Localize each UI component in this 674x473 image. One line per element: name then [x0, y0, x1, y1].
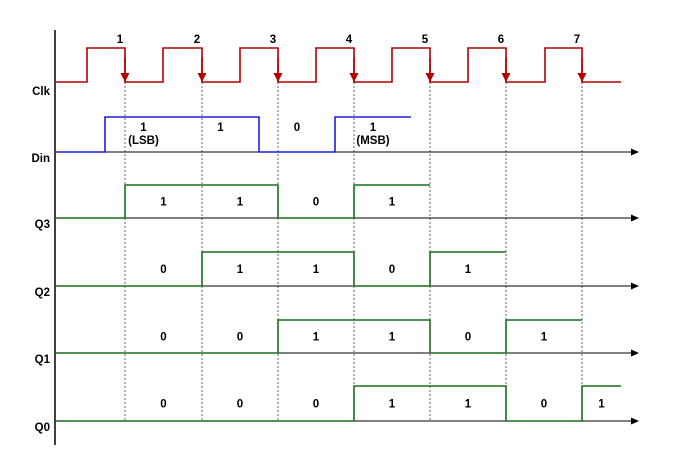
bit-value: 0 — [294, 122, 300, 134]
clock-edge-number: 1 — [117, 34, 124, 46]
clock-edge-number: 3 — [270, 34, 276, 46]
bit-value: 1 — [389, 399, 396, 411]
bit-value: 1 — [140, 122, 147, 134]
clock-edge-number: 2 — [194, 34, 200, 46]
waveform-q0 — [56, 385, 621, 422]
signal-label-din: Din — [31, 153, 50, 165]
bit-value: 0 — [313, 197, 319, 209]
clock-edge-number: 7 — [574, 34, 580, 46]
bit-value: 1 — [541, 332, 548, 344]
waveform-din — [56, 116, 411, 153]
signal-label-q1: Q1 — [35, 354, 51, 366]
bit-value: 0 — [237, 332, 243, 344]
bit-value: 0 — [465, 332, 471, 344]
bit-value: 1 — [160, 197, 167, 209]
bit-value: 1 — [598, 399, 605, 411]
bit-order-note: (MSB) — [356, 135, 389, 147]
clock-edge-number: 6 — [498, 34, 504, 46]
bit-value: 1 — [465, 399, 472, 411]
bit-value: 1 — [217, 122, 224, 134]
signal-label-q2: Q2 — [35, 287, 50, 299]
bit-value: 1 — [465, 264, 472, 276]
bit-value: 1 — [313, 264, 320, 276]
bit-value: 0 — [237, 399, 243, 411]
clock-edge-number: 4 — [346, 34, 353, 46]
bit-value: 0 — [389, 264, 395, 276]
bit-value: 1 — [389, 332, 396, 344]
bit-value: 1 — [237, 197, 244, 209]
bit-value: 0 — [313, 399, 319, 411]
bit-value: 1 — [237, 264, 244, 276]
bit-value: 0 — [160, 264, 166, 276]
bit-value: 1 — [313, 332, 320, 344]
clock-signal-label: Clk — [32, 86, 51, 98]
clock-waveform — [56, 47, 621, 83]
signal-label-q0: Q0 — [35, 422, 50, 434]
signal-label-q3: Q3 — [35, 219, 50, 231]
bit-value: 1 — [389, 197, 396, 209]
bit-value: 0 — [160, 399, 166, 411]
bit-value: 0 — [541, 399, 547, 411]
waveform-q1 — [56, 319, 582, 354]
waveform-q2 — [56, 251, 506, 287]
bit-order-note: (LSB) — [128, 135, 159, 147]
clock-edge-number: 5 — [422, 34, 429, 46]
bit-value: 0 — [160, 332, 166, 344]
waveform-q3 — [56, 184, 430, 219]
bit-value: 1 — [370, 122, 377, 134]
